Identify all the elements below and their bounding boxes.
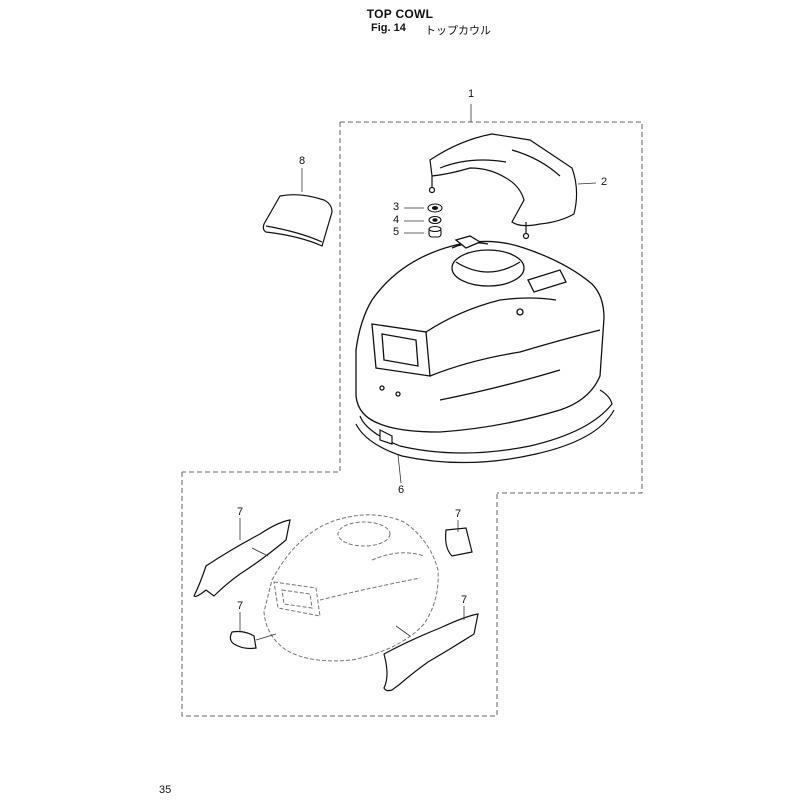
callout-3: 3 <box>392 201 400 213</box>
callout-5: 5 <box>392 226 400 238</box>
part-1-top-cowl <box>355 235 605 433</box>
page-title: TOP COWL <box>366 7 434 21</box>
page-number: 35 <box>159 784 172 796</box>
callout-7b: 7 <box>454 508 462 520</box>
assembly-boundary-lower <box>181 472 498 717</box>
callout-2: 2 <box>600 176 608 188</box>
part-2-handle-cover <box>428 133 578 240</box>
callout-6: 6 <box>397 484 405 496</box>
callout-7a: 7 <box>236 506 244 518</box>
callout-1: 1 <box>467 88 475 100</box>
assembly-boundary-upper <box>182 121 643 494</box>
parts-3-4-5-grommets <box>427 203 443 238</box>
callout-4: 4 <box>392 214 400 226</box>
lower-leader-lines <box>239 518 465 641</box>
part-8-pad <box>262 194 333 247</box>
figure-label-japanese: トップカウル <box>425 24 491 37</box>
callout-8: 8 <box>298 155 306 167</box>
callout-7d: 7 <box>460 594 468 606</box>
phantom-cowl-outline <box>263 514 439 662</box>
part-7-decals <box>193 519 479 692</box>
leader-lines <box>301 104 597 484</box>
figure-label: Fig. 14 <box>371 22 406 34</box>
part-6-seal-rim <box>355 389 615 464</box>
callout-7c: 7 <box>236 600 244 612</box>
